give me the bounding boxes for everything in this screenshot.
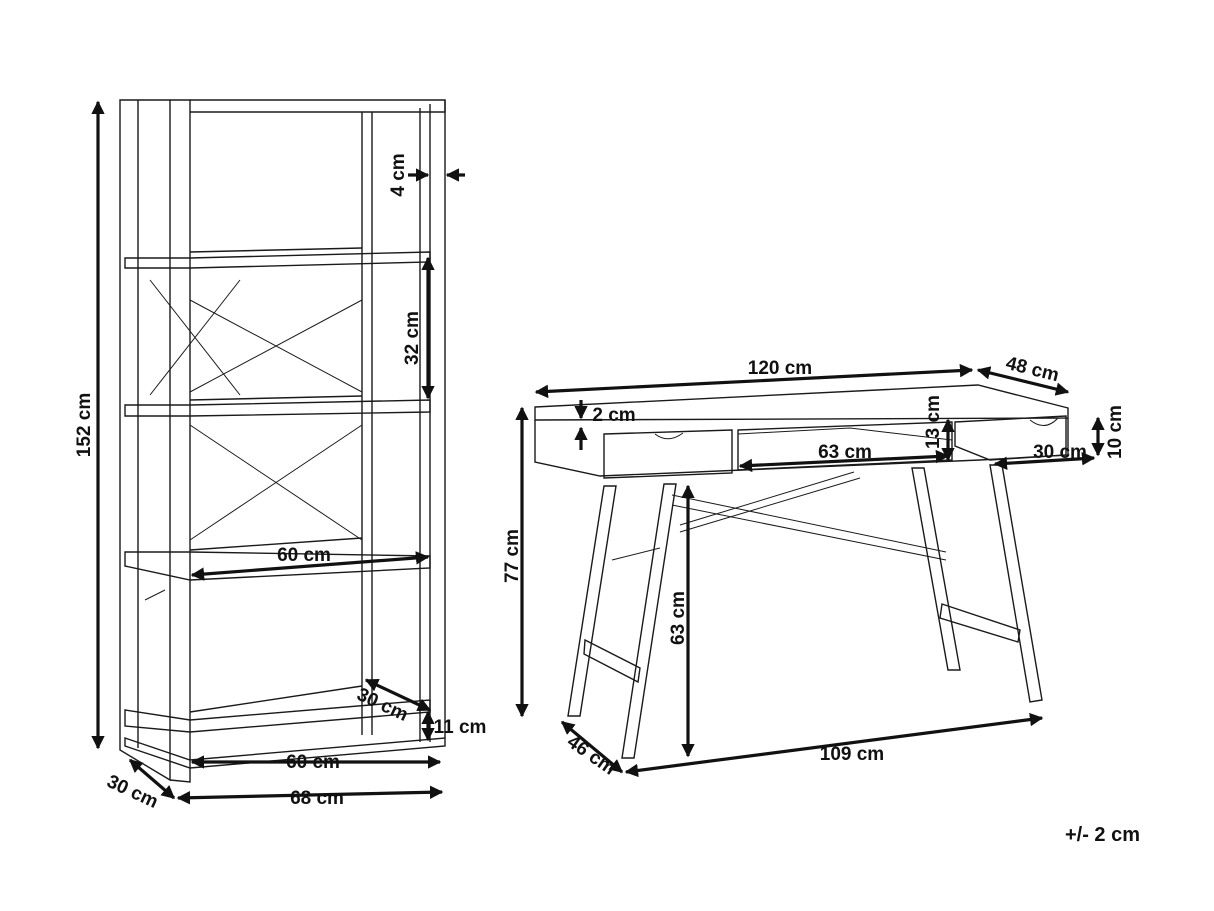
shelf-height-label: 152 cm [74, 393, 95, 457]
drawer-width-dimension [993, 452, 1096, 470]
top-thickness-label: 2 cm [592, 405, 635, 426]
leg-depth-dimension [560, 720, 624, 774]
desk-depth-label: 48 cm [1004, 353, 1061, 386]
shelf-gap-label: 32 cm [402, 311, 423, 365]
overall-width-label: 68 cm [290, 788, 344, 809]
leg-clearance-label: 63 cm [668, 591, 689, 645]
bottom-shelf-depth-dimension [364, 678, 432, 712]
drawer-width-label: 30 cm [1033, 442, 1087, 463]
shelf-width-dimension [190, 551, 430, 581]
tolerance-note: +/- 2 cm [1065, 824, 1140, 846]
desk-height-label: 77 cm [502, 529, 523, 583]
shelf-width-label: 60 cm [277, 545, 331, 566]
bookshelf-drawing [119, 99, 446, 783]
drawer-front-height-label: 10 cm [1105, 405, 1126, 459]
desk-width-dimension [534, 363, 974, 399]
leg-depth-label: 46 cm [563, 731, 619, 779]
overall-width-dimension [176, 785, 444, 805]
desk-width-label: 120 cm [748, 358, 812, 379]
leg-span-label: 109 cm [820, 744, 884, 765]
upright-gap-label: 4 cm [388, 153, 409, 196]
shelf-depth-dimension [128, 758, 176, 800]
drawer-height-label: 13 cm [923, 395, 944, 449]
compartment-width-dimension [738, 449, 950, 473]
bottom-clearance-label: 11 cm [434, 717, 487, 738]
inner-width-label: 60 cm [286, 752, 340, 773]
desk-drawing [534, 384, 1069, 759]
compartment-width-label: 63 cm [818, 442, 872, 463]
leg-span-dimension [624, 712, 1044, 778]
desk-depth-dimension [976, 366, 1070, 396]
